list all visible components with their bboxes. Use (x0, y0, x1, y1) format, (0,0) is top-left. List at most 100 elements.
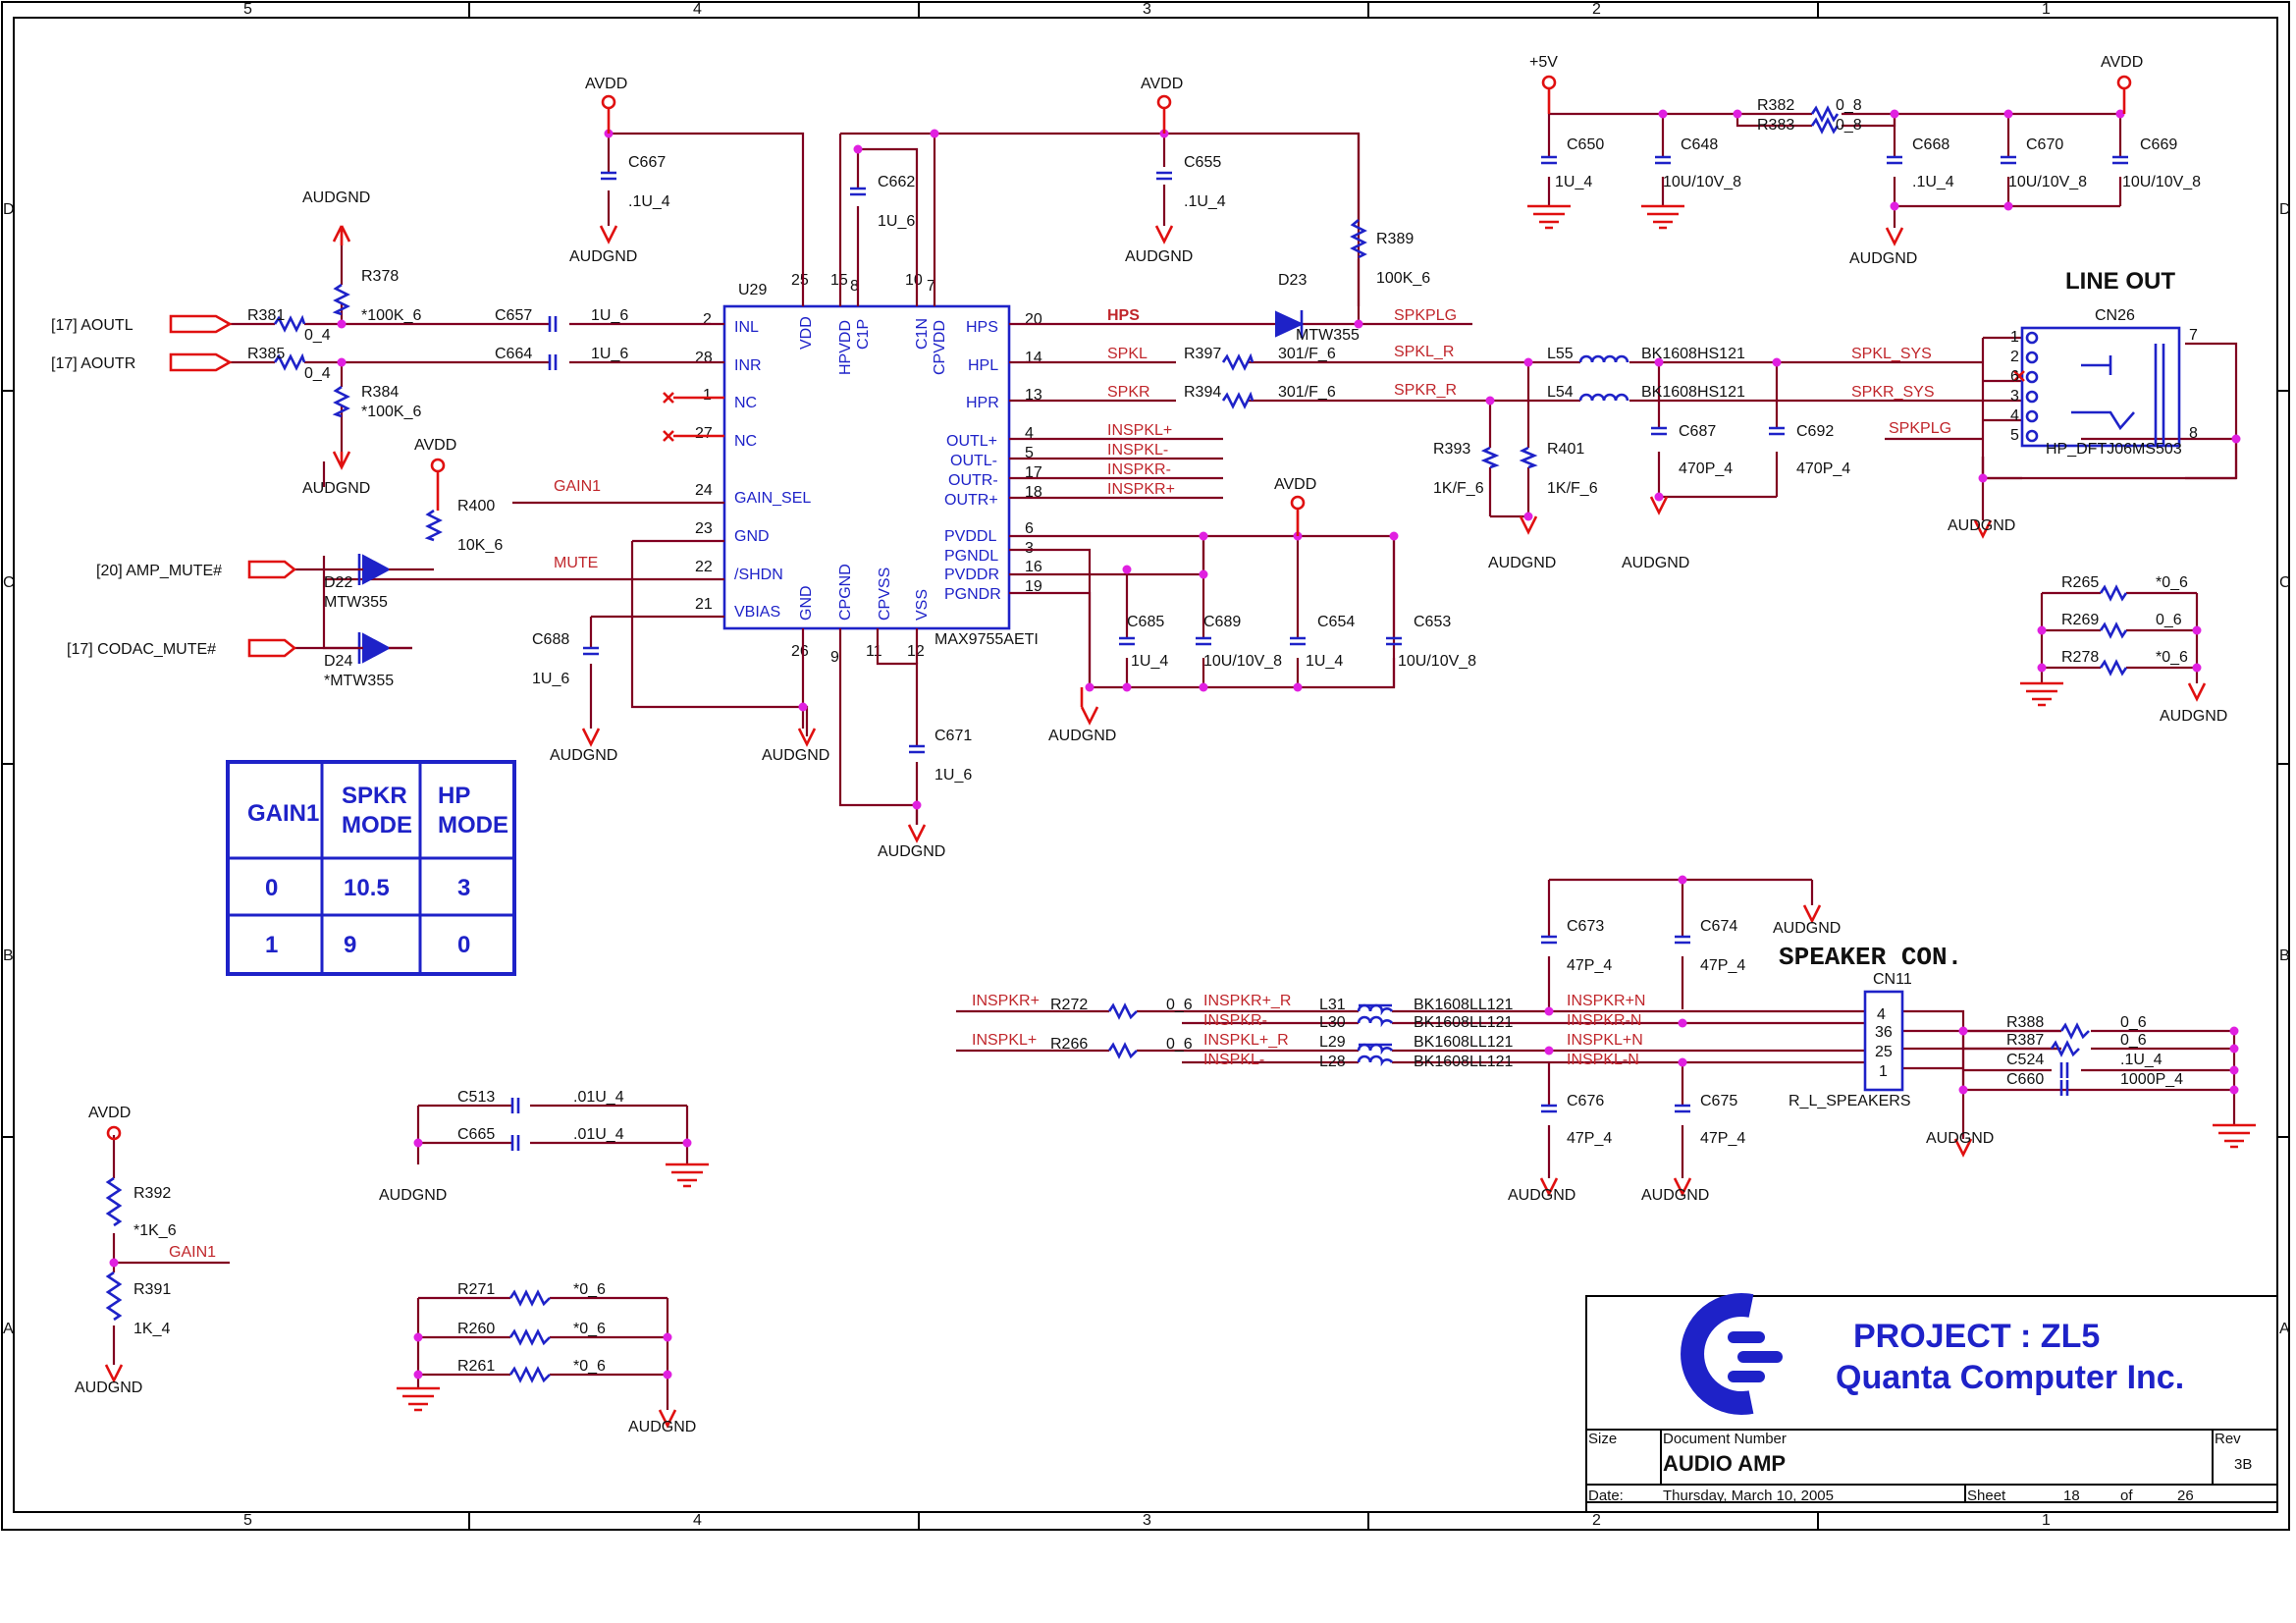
svg-text:Size: Size (1588, 1431, 1617, 1447)
svg-text:*MTW355: *MTW355 (324, 673, 394, 689)
col-label-3-bottom: 3 (1143, 1512, 1151, 1529)
col-label-5: 5 (243, 1, 252, 18)
svg-text:C676: C676 (1567, 1093, 1604, 1109)
gain-table-cell: 0 (457, 932, 470, 958)
svg-text:AUDGND: AUDGND (302, 480, 370, 497)
svg-text:*0_6: *0_6 (573, 1321, 606, 1337)
pin-cpgnd: CPGND (837, 564, 854, 621)
svg-text:10U/10V_8: 10U/10V_8 (1398, 653, 1476, 670)
svg-text:L30: L30 (1319, 1014, 1346, 1031)
svg-text:AVDD: AVDD (1141, 76, 1183, 92)
svg-text:*0_6: *0_6 (573, 1358, 606, 1375)
pin-pgndl: PGNDL (944, 548, 998, 565)
svg-text:CN26: CN26 (2095, 307, 2135, 324)
svg-text:C669: C669 (2140, 136, 2177, 153)
svg-text:27: 27 (695, 425, 713, 442)
pin-pgndr: PGNDR (944, 586, 1001, 603)
pin-vbias: VBIAS (734, 604, 780, 621)
svg-text:INSPKL+N: INSPKL+N (1567, 1032, 1643, 1049)
svg-text:0_8: 0_8 (1836, 117, 1862, 134)
svg-text:AUDGND: AUDGND (1048, 728, 1116, 744)
pin-outlm: OUTL- (950, 453, 997, 469)
ic-ref: U29 (738, 282, 767, 298)
row-label-c-right: C (2279, 574, 2291, 591)
svg-text:*1K_6: *1K_6 (133, 1222, 177, 1239)
pin-c1p: C1P (855, 319, 872, 350)
svg-text:16: 16 (1025, 559, 1042, 575)
svg-text:C675: C675 (1700, 1093, 1737, 1109)
svg-text:0_6: 0_6 (2120, 1014, 2147, 1031)
svg-text:1: 1 (1879, 1063, 1888, 1080)
svg-text:BK1608LL121: BK1608LL121 (1414, 1054, 1514, 1070)
pin-c1n: C1N (914, 318, 931, 350)
svg-text:0_6: 0_6 (1166, 997, 1193, 1013)
component-labels: R378 *100K_6 R381 0_4 R385 0_4 R384 *100… (133, 97, 2201, 1375)
svg-text:BK1608LL121: BK1608LL121 (1414, 1014, 1514, 1031)
svg-text:.1U_4: .1U_4 (1184, 193, 1226, 210)
gain-table-cell: 9 (344, 932, 356, 958)
svg-text:4: 4 (1025, 425, 1034, 442)
pin-vss: VSS (914, 589, 931, 621)
svg-text:INSPKL+_R: INSPKL+_R (1203, 1032, 1289, 1049)
svg-text:25: 25 (791, 272, 809, 289)
svg-text:Document Number: Document Number (1663, 1431, 1787, 1447)
col-label-2: 2 (1592, 1, 1601, 18)
svg-text:C665: C665 (457, 1126, 495, 1143)
nc-markers (663, 370, 2025, 442)
svg-text:SPKL_R: SPKL_R (1394, 344, 1454, 360)
svg-text:7: 7 (927, 278, 935, 295)
svg-text:INSPKL+: INSPKL+ (972, 1032, 1037, 1049)
svg-text:GAIN1: GAIN1 (169, 1244, 216, 1261)
svg-text:21: 21 (695, 596, 713, 613)
svg-text:C692: C692 (1796, 423, 1834, 440)
col-label-4: 4 (693, 1, 702, 18)
svg-text:AUDGND: AUDGND (1641, 1187, 1709, 1204)
svg-text:3: 3 (1025, 540, 1034, 557)
svg-text:C685: C685 (1127, 614, 1164, 630)
svg-text:AUDGND: AUDGND (878, 843, 945, 860)
svg-text:GAIN1: GAIN1 (554, 478, 601, 495)
svg-text:R261: R261 (457, 1358, 495, 1375)
svg-text:AUDGND: AUDGND (1773, 920, 1841, 937)
pin-gain-sel: GAIN_SEL (734, 490, 811, 507)
col-label-4-bottom: 4 (693, 1512, 702, 1529)
svg-text:AUDGND: AUDGND (1948, 517, 2015, 534)
offpage-aoutr: [17] AOUTR (51, 355, 135, 372)
svg-text:C648: C648 (1681, 136, 1718, 153)
inductor-symbols (1357, 354, 1629, 1067)
svg-text:C674: C674 (1700, 918, 1737, 935)
pin-hpvdd: HPVDD (837, 320, 854, 375)
project-name: PROJECT : ZL5 (1853, 1318, 2100, 1355)
svg-text:.1U_4: .1U_4 (2120, 1052, 2163, 1068)
svg-text:R391: R391 (133, 1281, 171, 1298)
svg-text:R378: R378 (361, 268, 399, 285)
connector-cn11 (1863, 990, 1904, 1092)
svg-text:9: 9 (830, 649, 839, 666)
svg-text:AUDGND: AUDGND (2160, 708, 2227, 725)
svg-text:HPS: HPS (1107, 307, 1140, 324)
svg-text:L28: L28 (1319, 1054, 1346, 1070)
svg-text:C668: C668 (1912, 136, 1949, 153)
svg-text:8: 8 (850, 278, 859, 295)
svg-text:AVDD: AVDD (2101, 54, 2143, 71)
svg-text:AUDGND: AUDGND (628, 1419, 696, 1435)
ic-part: MAX9755AETI (934, 631, 1039, 648)
svg-text:0_4: 0_4 (304, 365, 331, 382)
gain-table-cell: 1 (265, 932, 278, 958)
net-labels: [17] AOUTL [17] AOUTR [20] AMP_MUTE# [17… (51, 54, 2227, 1435)
svg-text:1U_4: 1U_4 (1306, 653, 1343, 670)
svg-text:BK1608LL121: BK1608LL121 (1414, 997, 1514, 1013)
svg-text:11: 11 (866, 643, 882, 660)
svg-text:.1U_4: .1U_4 (628, 193, 670, 210)
svg-text:4: 4 (1877, 1006, 1886, 1023)
col-label-2-bottom: 2 (1592, 1512, 1601, 1529)
svg-text:MUTE: MUTE (554, 555, 598, 571)
svg-text:1U_6: 1U_6 (532, 671, 569, 687)
svg-text:C513: C513 (457, 1089, 495, 1106)
svg-text:BK1608HS121: BK1608HS121 (1641, 384, 1745, 401)
svg-text:INSPKL-: INSPKL- (1203, 1052, 1264, 1068)
svg-text:*0_6: *0_6 (2156, 649, 2188, 666)
svg-text:MTW355: MTW355 (1296, 327, 1360, 344)
pin-cpvdd: CPVDD (932, 320, 948, 375)
svg-text:MTW355: MTW355 (324, 594, 388, 611)
